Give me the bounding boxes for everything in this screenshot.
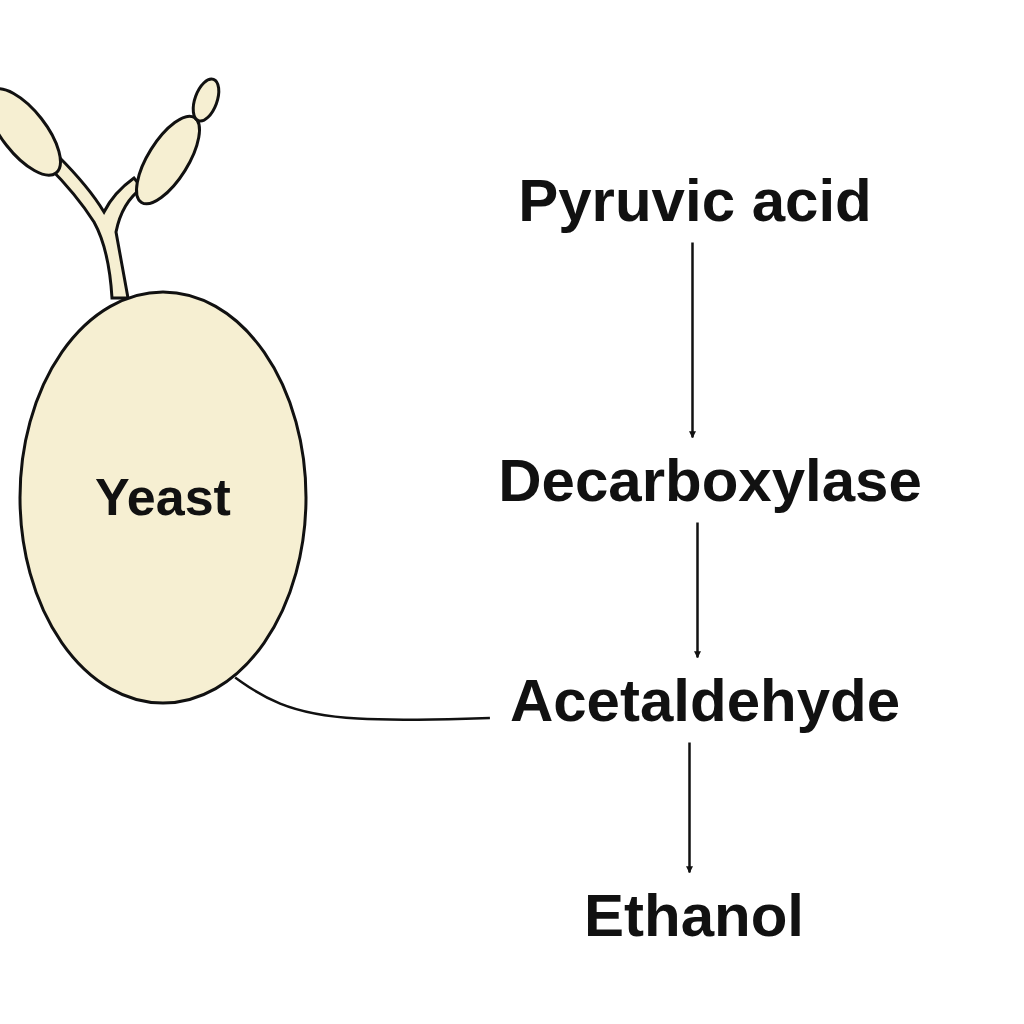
reaction-arrow	[688, 743, 691, 873]
pathway-step: Decarboxylase	[498, 446, 922, 515]
yeast-cell: Yeast	[18, 290, 308, 705]
cell-body	[20, 292, 306, 703]
cell-label: Yeast	[95, 468, 231, 528]
right-bud	[125, 107, 212, 213]
pathway-step: Ethanol	[584, 881, 804, 950]
metabolite-label: Ethanol	[578, 877, 810, 954]
pathway-step: Acetaldehyde	[510, 666, 900, 735]
small-bud	[188, 76, 224, 125]
metabolite-label: Pyruvic acid	[512, 162, 878, 239]
leader-line	[235, 677, 490, 719]
budding-cells	[0, 76, 224, 298]
pathway-step: Pyruvic acid	[518, 166, 872, 235]
bud-stalk	[48, 156, 142, 298]
metabolite-label: Acetaldehyde	[504, 662, 906, 739]
enzyme-label: Decarboxylase	[492, 442, 928, 519]
reaction-arrow	[691, 243, 694, 438]
reaction-arrow	[696, 523, 699, 658]
left-bud	[0, 77, 73, 186]
